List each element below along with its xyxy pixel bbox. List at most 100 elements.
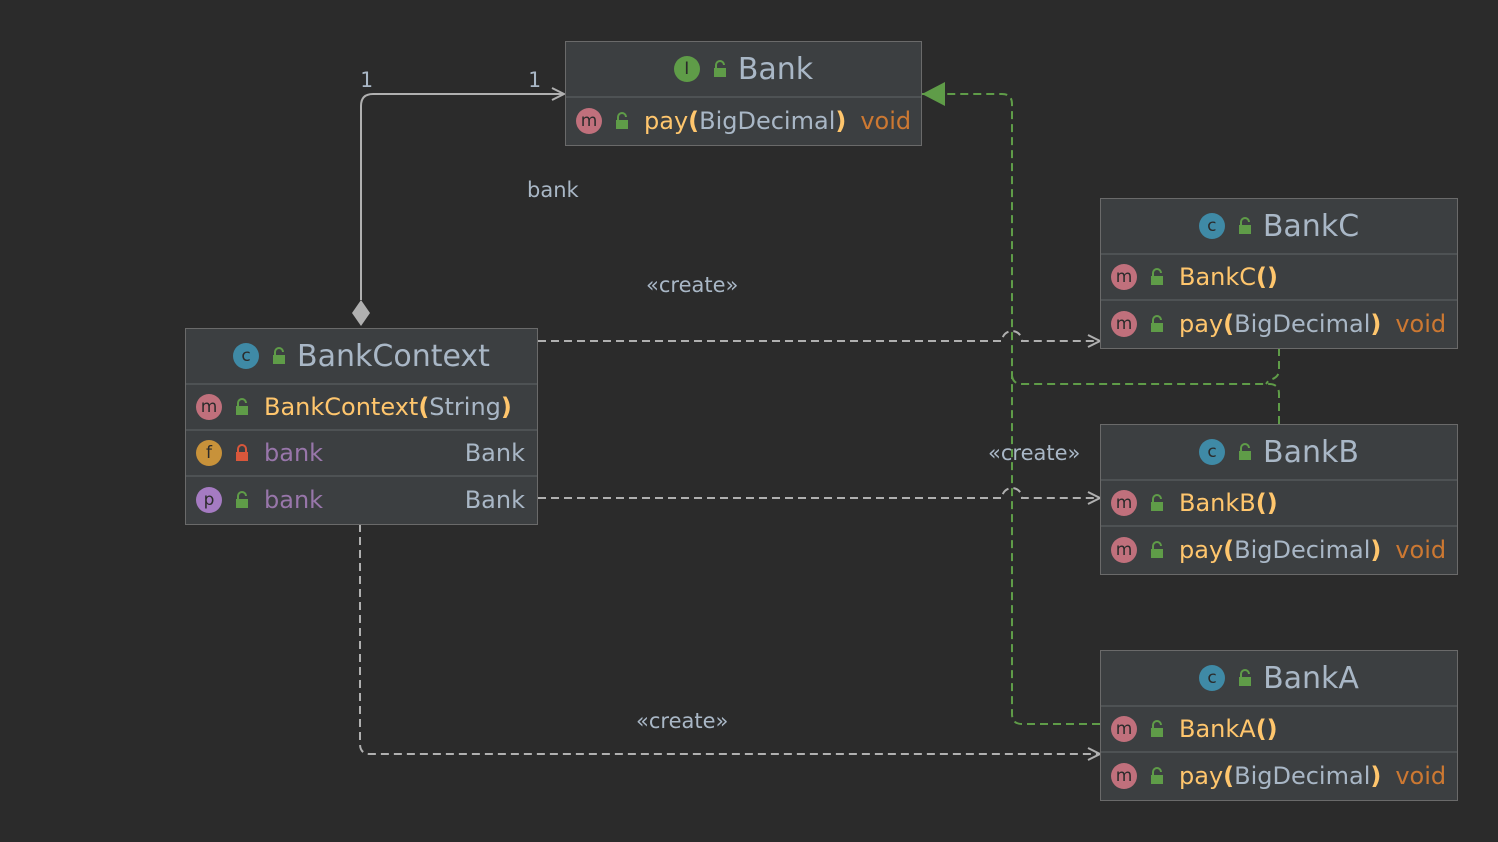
param-type: BigDecimal — [1234, 310, 1371, 338]
property-type: Bank — [464, 486, 525, 514]
param-type: BigDecimal — [1234, 762, 1371, 790]
node-header: c BankC — [1101, 199, 1457, 255]
association-target-multiplicity: 1 — [528, 68, 541, 92]
constructor-name: BankContext — [264, 393, 419, 421]
method-name: pay — [1179, 762, 1224, 790]
public-lock-icon — [1151, 767, 1163, 784]
close-paren: ) — [1267, 263, 1278, 291]
constructor-name: BankB — [1179, 489, 1256, 517]
class-icon: c — [233, 343, 260, 369]
param-type: BigDecimal — [699, 107, 836, 135]
property-name: bank — [264, 486, 324, 514]
open-paren: ( — [1255, 489, 1267, 517]
create-edge-bankA[interactable] — [359, 524, 1100, 754]
public-lock-icon — [1239, 443, 1252, 460]
node-bankc[interactable]: c BankC m BankC() m pay(BigDecimal) void — [1100, 198, 1458, 349]
constructor-row[interactable]: m BankB() — [1101, 481, 1457, 527]
association-source-multiplicity: 1 — [360, 68, 373, 92]
close-paren: ) — [1266, 715, 1278, 743]
close-paren: ) — [500, 393, 512, 421]
class-icon: c — [1198, 213, 1225, 239]
node-bankcontext[interactable]: c BankContext m BankContext(String) f ba… — [185, 328, 538, 525]
return-type: void — [1395, 310, 1447, 338]
method-name: pay — [1179, 310, 1224, 338]
method-row[interactable]: m pay(BigDecimal) void — [1101, 527, 1457, 573]
open-paren: ( — [1223, 762, 1235, 790]
create-edge-bankC[interactable] — [538, 330, 1100, 341]
node-header: c BankB — [1101, 425, 1457, 481]
node-bank[interactable]: I Bank m pay(BigDecimal) void — [565, 41, 922, 146]
public-lock-icon — [236, 491, 248, 508]
public-lock-icon — [1151, 494, 1163, 511]
open-paren: ( — [1223, 536, 1235, 564]
property-row[interactable]: p bank Bank — [186, 477, 537, 523]
class-icon: c — [1199, 665, 1226, 691]
class-icon: c — [1199, 439, 1226, 465]
constructor-row[interactable]: m BankContext(String) — [186, 385, 537, 431]
node-title: BankC — [1262, 208, 1360, 244]
interface-icon: I — [673, 56, 700, 82]
method-icon: m — [1111, 490, 1137, 516]
node-bankb[interactable]: c BankB m BankB() m pay(BigDecimal) void — [1100, 424, 1458, 575]
property-icon: p — [196, 487, 222, 513]
method-name: pay — [644, 107, 689, 135]
field-row[interactable]: f bank Bank — [186, 431, 537, 477]
public-lock-icon — [273, 347, 286, 364]
field-name: bank — [264, 439, 324, 467]
node-header: I Bank — [566, 42, 921, 98]
close-paren: ) — [835, 107, 847, 135]
close-paren: ) — [1370, 536, 1382, 564]
public-lock-icon — [1151, 720, 1163, 737]
public-lock-icon — [236, 398, 248, 415]
node-title: BankB — [1263, 434, 1359, 470]
create-edge-bankB[interactable] — [538, 487, 1100, 498]
node-header: c BankContext — [186, 329, 537, 385]
method-row[interactable]: m pay(BigDecimal) void — [1101, 753, 1457, 799]
method-name: pay — [1179, 536, 1224, 564]
public-lock-icon — [1238, 217, 1251, 234]
method-icon: m — [1111, 311, 1137, 337]
method-icon: m — [1111, 716, 1137, 742]
method-icon: m — [1111, 763, 1137, 789]
constructor-name: BankA — [1179, 715, 1256, 743]
public-lock-icon — [1151, 315, 1163, 332]
realization-edge-bankC[interactable] — [1265, 348, 1280, 385]
open-paren: ( — [688, 107, 700, 135]
abstract-method-icon: m — [576, 108, 602, 134]
close-paren: ) — [1266, 489, 1278, 517]
node-title: Bank — [737, 51, 814, 87]
association-label: bank — [527, 178, 579, 202]
method-icon: m — [1111, 537, 1137, 563]
node-banka[interactable]: c BankA m BankA() m pay(BigDecimal) void — [1100, 650, 1458, 801]
param-type: String — [429, 393, 501, 421]
method-row[interactable]: m pay(BigDecimal) void — [1101, 301, 1457, 347]
method-icon: m — [1111, 264, 1137, 290]
field-icon: f — [196, 440, 222, 466]
association-edge[interactable] — [360, 94, 564, 300]
constructor-name: BankC — [1179, 263, 1257, 291]
return-type: void — [860, 107, 912, 135]
return-type: void — [1395, 536, 1447, 564]
constructor-row[interactable]: m BankA() — [1101, 707, 1457, 753]
open-paren: ( — [1256, 263, 1268, 291]
open-paren: ( — [418, 393, 430, 421]
realization-edge-bankB[interactable] — [1011, 373, 1280, 424]
constructor-row[interactable]: m BankC() — [1101, 255, 1457, 301]
public-lock-icon — [616, 112, 628, 129]
close-paren: ) — [1370, 762, 1382, 790]
create-label-bankB: «create» — [988, 441, 1081, 465]
create-label-bankC: «create» — [646, 273, 739, 297]
node-header: c BankA — [1101, 651, 1457, 707]
return-type: void — [1395, 762, 1447, 790]
create-label-bankA: «create» — [636, 709, 729, 733]
close-paren: ) — [1370, 310, 1382, 338]
public-lock-icon — [1151, 268, 1163, 285]
public-lock-icon — [1151, 541, 1163, 558]
method-row[interactable]: m pay(BigDecimal) void — [566, 98, 921, 144]
realization-edge-bankA[interactable] — [922, 82, 1100, 725]
open-paren: ( — [1255, 715, 1267, 743]
open-paren: ( — [1223, 310, 1235, 338]
composition-diamond — [352, 300, 370, 326]
private-lock-icon — [236, 444, 248, 461]
